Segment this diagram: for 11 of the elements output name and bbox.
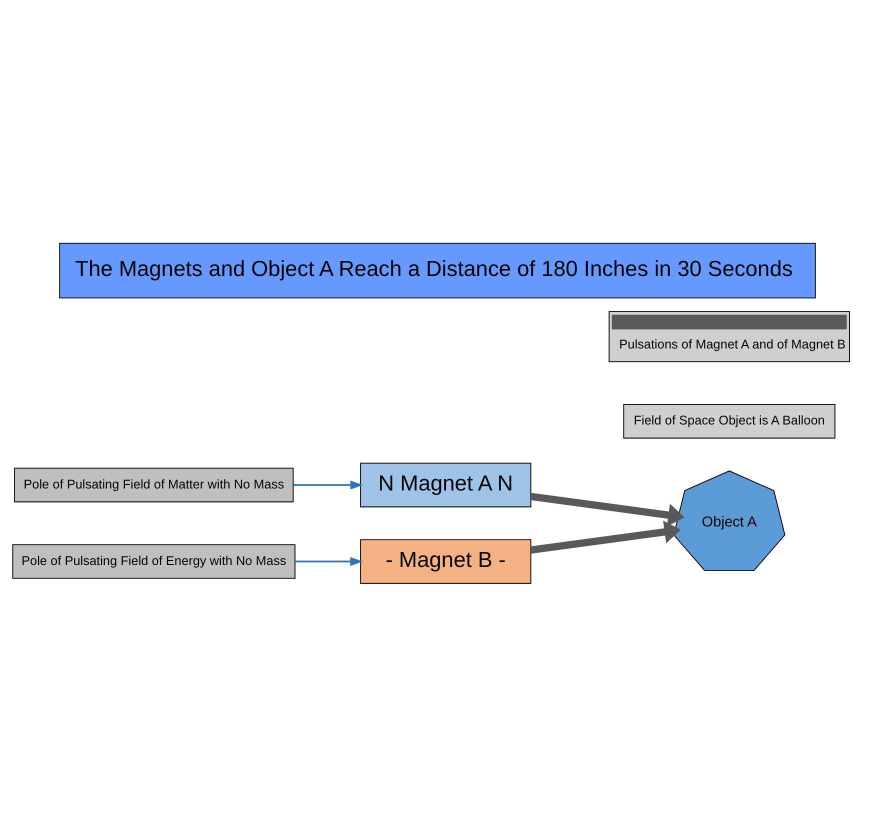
node-box: Pole of Pulsating Field of Matter with No Mass	[14, 467, 294, 502]
arrow	[530, 520, 681, 554]
arrow	[293, 480, 364, 489]
arrow	[530, 492, 685, 526]
node-box: N Magnet A N	[360, 462, 532, 507]
legend-label: Pulsations of Magnet A and of Magnet B	[619, 336, 846, 352]
node-box: Field of Space Object is A Balloon	[623, 404, 836, 438]
diagram-title: The Magnets and Object A Reach a Distance of 180 Inches in 30 Seconds	[75, 256, 793, 281]
node-box: - Magnet B -	[360, 538, 532, 584]
node-box: Pole of Pulsating Field of Energy with No Mass	[12, 544, 296, 578]
arrow	[295, 556, 363, 566]
